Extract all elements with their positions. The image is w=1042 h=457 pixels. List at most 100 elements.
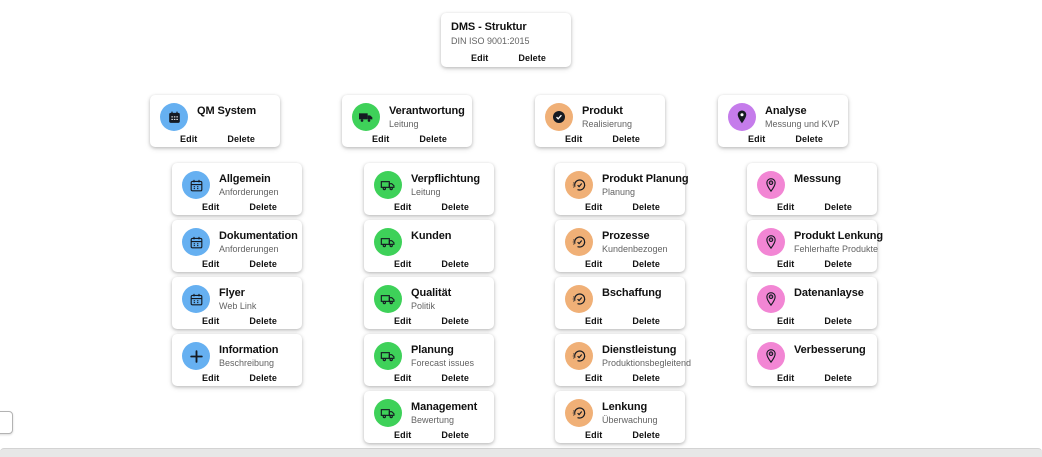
node-card-title: Flyer: [219, 287, 245, 299]
delete-button[interactable]: Delete: [438, 257, 472, 271]
clock-check-icon: [565, 399, 593, 427]
delete-button[interactable]: Delete: [515, 51, 549, 65]
truck-icon: [374, 171, 402, 199]
clock-check-filled-icon: [545, 103, 573, 131]
delete-button[interactable]: Delete: [609, 132, 643, 146]
edit-button[interactable]: Edit: [391, 371, 414, 385]
edit-button[interactable]: Edit: [391, 314, 414, 328]
edit-button[interactable]: Edit: [774, 314, 797, 328]
pin-icon: [757, 228, 785, 256]
edit-button[interactable]: Edit: [199, 314, 222, 328]
child-card-produkt-planung: Produkt Planung Planung Edit Delete: [555, 163, 689, 215]
truck-icon: [374, 399, 402, 427]
edit-button[interactable]: Edit: [582, 314, 605, 328]
delete-button[interactable]: Delete: [629, 428, 663, 442]
edit-button[interactable]: Edit: [774, 257, 797, 271]
node-card-title: Analyse: [765, 105, 807, 117]
node-card-title: Kunden: [411, 230, 452, 242]
delete-button[interactable]: Delete: [246, 200, 280, 214]
node-card-subtitle: Kundenbezogen: [602, 244, 668, 254]
calendar-filled-icon: [160, 103, 188, 131]
delete-button[interactable]: Delete: [416, 132, 450, 146]
node-card-subtitle: Anforderungen: [219, 244, 279, 254]
child-card-bschaffung: Bschaffung Edit Delete: [555, 277, 685, 329]
delete-button[interactable]: Delete: [246, 257, 280, 271]
edit-button[interactable]: Edit: [562, 132, 585, 146]
delete-button[interactable]: Delete: [629, 314, 663, 328]
parent-card-verantwortung: Verantwortung Leitung Edit Delete: [342, 95, 472, 147]
edit-button[interactable]: Edit: [774, 371, 797, 385]
delete-button[interactable]: Delete: [246, 371, 280, 385]
edit-button[interactable]: Edit: [391, 428, 414, 442]
delete-button[interactable]: Delete: [629, 200, 663, 214]
delete-button[interactable]: Delete: [821, 200, 855, 214]
edit-button[interactable]: Edit: [582, 200, 605, 214]
root-card-subtitle: DIN ISO 9001:2015: [451, 36, 530, 46]
node-card-title: QM System: [197, 105, 257, 117]
delete-button[interactable]: Delete: [438, 428, 472, 442]
clock-check-icon: [565, 285, 593, 313]
delete-button[interactable]: Delete: [629, 257, 663, 271]
node-card-title: Information: [219, 344, 279, 356]
calendar-icon: [182, 285, 210, 313]
child-card-management: Management Bewertung Edit Delete: [364, 391, 494, 443]
edit-button[interactable]: Edit: [774, 200, 797, 214]
node-card-title: Prozesse: [602, 230, 650, 242]
node-card-subtitle: Bewertung: [411, 415, 455, 425]
parent-card-produkt: Produkt Realisierung Edit Delete: [535, 95, 665, 147]
parent-card-qm-system: QM System Edit Delete: [150, 95, 280, 147]
clipped-edge-widget[interactable]: [0, 411, 13, 434]
edit-button[interactable]: Edit: [391, 257, 414, 271]
edit-button[interactable]: Edit: [745, 132, 768, 146]
delete-button[interactable]: Delete: [821, 314, 855, 328]
edit-button[interactable]: Edit: [582, 428, 605, 442]
edit-button[interactable]: Edit: [199, 371, 222, 385]
calendar-icon: [182, 228, 210, 256]
root-card-dms-struktur: DMS - Struktur DIN ISO 9001:2015 Edit De…: [441, 13, 571, 67]
node-card-subtitle: Politik: [411, 301, 436, 311]
delete-button[interactable]: Delete: [821, 371, 855, 385]
node-card-title: Produkt Lenkung: [794, 230, 883, 242]
node-card-subtitle: Fehlerhafte Produkte: [794, 244, 879, 254]
delete-button[interactable]: Delete: [821, 257, 855, 271]
child-card-dienstleistung: Dienstleistung Produktionsbegleitend Edi…: [555, 334, 692, 386]
child-card-messung: Messung Edit Delete: [747, 163, 877, 215]
delete-button[interactable]: Delete: [224, 132, 258, 146]
child-card-information: Information Beschreibung Edit Delete: [172, 334, 302, 386]
delete-button[interactable]: Delete: [246, 314, 280, 328]
delete-button[interactable]: Delete: [438, 200, 472, 214]
truck-icon: [374, 285, 402, 313]
node-card-title: Verantwortung: [389, 105, 465, 117]
node-card-title: Qualität: [411, 287, 452, 299]
node-card-title: Messung: [794, 173, 841, 185]
node-card-subtitle: Produktionsbegleitend: [602, 358, 692, 368]
node-card-subtitle: Leitung: [389, 119, 419, 129]
pin-icon: [757, 342, 785, 370]
edit-button[interactable]: Edit: [199, 257, 222, 271]
edit-button[interactable]: Edit: [391, 200, 414, 214]
node-card-subtitle: Anforderungen: [219, 187, 279, 197]
horizontal-scrollbar[interactable]: [0, 448, 1042, 457]
edit-button[interactable]: Edit: [582, 371, 605, 385]
child-card-kunden: Kunden Edit Delete: [364, 220, 494, 272]
truck-icon: [374, 228, 402, 256]
pin-icon: [757, 285, 785, 313]
edit-button[interactable]: Edit: [582, 257, 605, 271]
node-card-title: Datenanlayse: [794, 287, 864, 299]
delete-button[interactable]: Delete: [792, 132, 826, 146]
child-card-flyer: Flyer Web Link Edit Delete: [172, 277, 302, 329]
node-card-title: Management: [411, 401, 478, 413]
pin-icon: [757, 171, 785, 199]
delete-button[interactable]: Delete: [438, 371, 472, 385]
node-card-subtitle: Überwachung: [602, 415, 658, 425]
node-card-title: Produkt: [582, 105, 623, 117]
edit-button[interactable]: Edit: [199, 200, 222, 214]
delete-button[interactable]: Delete: [438, 314, 472, 328]
delete-button[interactable]: Delete: [629, 371, 663, 385]
child-card-allgemein: Allgemein Anforderungen Edit Delete: [172, 163, 302, 215]
edit-button[interactable]: Edit: [369, 132, 392, 146]
truck-icon: [374, 342, 402, 370]
child-card-verpflichtung: Verpflichtung Leitung Edit Delete: [364, 163, 494, 215]
edit-button[interactable]: Edit: [468, 51, 491, 65]
edit-button[interactable]: Edit: [177, 132, 200, 146]
